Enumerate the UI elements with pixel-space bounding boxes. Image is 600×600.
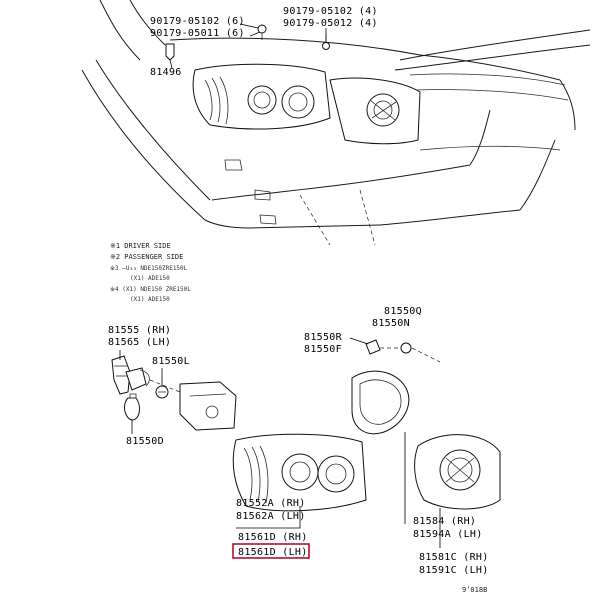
label-bulb-d: 81550D	[126, 436, 164, 447]
label-lens-lh: 81562A (LH)	[236, 511, 306, 522]
label-inner-lamp-lh: 81591C (LH)	[419, 565, 489, 576]
label-socket-rh: 81555 (RH)	[108, 325, 171, 336]
socket-assembly	[111, 355, 150, 395]
bulb-r-icon	[365, 339, 381, 355]
label-fastener-b-1: 90179-05102 (4)	[283, 6, 378, 17]
bulb-d-icon	[124, 393, 140, 421]
installed-tail-lamp-left	[192, 63, 331, 130]
label-inner-lamp-rh: 81581C (RH)	[419, 552, 489, 563]
label-clip: 81496	[150, 67, 182, 78]
label-housing-rh: 81561D (RH)	[238, 532, 308, 543]
figure-code: 9’018B	[462, 586, 487, 594]
highlight-box	[232, 543, 310, 559]
inner-lamp-part	[414, 434, 501, 510]
label-bulb-l: 81550L	[152, 356, 190, 367]
label-housing-lh: 81561D (LH)	[238, 547, 308, 558]
legend-line-3: ※3 –U₃₃ NDE150ZRE150L	[110, 265, 188, 272]
label-fastener-b-2: 90179-05012 (4)	[283, 18, 378, 29]
label-gasket-lh: 81594A (LH)	[413, 529, 483, 540]
label-lens-rh: 81552A (RH)	[236, 498, 306, 509]
label-bulb-f: 81550F	[304, 344, 342, 355]
legend-line-4: (X1) ADE150	[130, 275, 170, 282]
socket-housing-bracket	[149, 379, 237, 431]
legend-line-2: ※2 PASSENGER SIDE	[110, 253, 183, 261]
fastener-top-left-icon	[257, 24, 267, 40]
clip-icon	[165, 43, 175, 61]
label-gasket-rh: 81584 (RH)	[413, 516, 476, 527]
legend-line-1: ※1 DRIVER SIDE	[110, 242, 171, 250]
bulb-l-icon	[155, 385, 169, 399]
label-fastener-a-1: 90179-05102 (6)	[150, 16, 245, 27]
vehicle-body-outline	[81, 0, 591, 246]
legend-line-5: ※4 (X1) NDE150 ZRE150L	[110, 286, 191, 293]
label-socket-lh: 81565 (LH)	[108, 337, 171, 348]
label-fastener-a-2: 90179-05011 (6)	[150, 28, 245, 39]
gasket-part	[351, 370, 410, 435]
rear-lamp-lens	[232, 433, 367, 512]
installed-tail-lamp-right	[329, 77, 421, 145]
legend: ※1 DRIVER SIDE ※2 PASSENGER SIDE ※3 –U₃₃…	[110, 242, 191, 303]
bulb-q-icon	[400, 342, 412, 354]
label-bulb-r: 81550R	[304, 332, 343, 343]
label-bulb-q: 81550Q	[384, 306, 422, 317]
label-bulb-n: 81550N	[372, 318, 410, 329]
legend-line-6: (X1) ADE150	[130, 296, 170, 303]
